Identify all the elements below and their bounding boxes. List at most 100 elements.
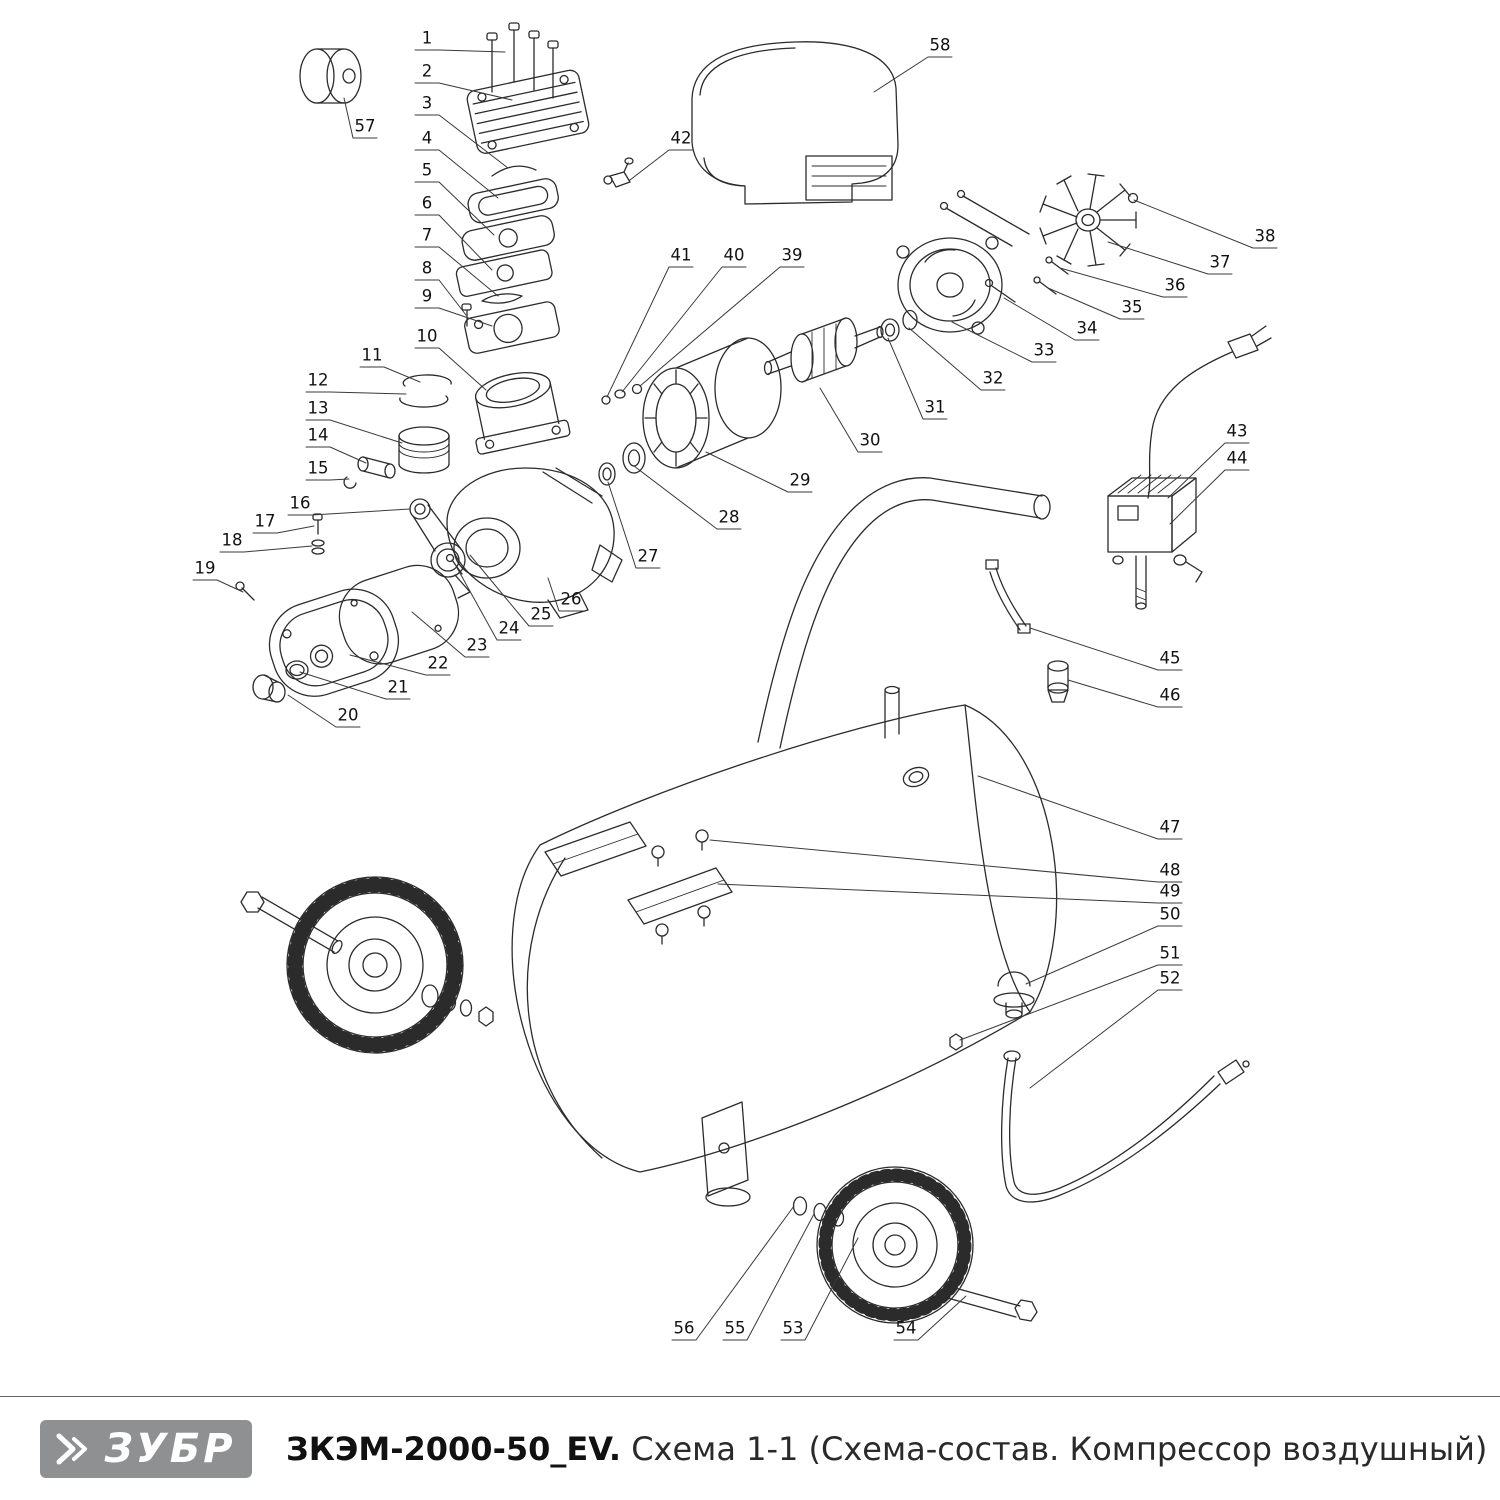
leader-line-15 [305,478,350,481]
leader-line-34 [1003,297,1100,341]
leader-line-11 [359,366,421,383]
part-label-13: 13 [307,398,329,418]
part-label-31: 31 [924,397,946,417]
part-label-27: 27 [637,546,659,566]
leader-line-4 [414,149,499,199]
leader-line-9 [414,307,493,327]
fan [1039,173,1139,267]
leader-line-6 [414,214,493,271]
part-label-45: 45 [1159,648,1181,668]
brand-name: ЗУБР [104,1425,236,1472]
cylinder [474,372,571,455]
part-label-34: 34 [1076,318,1098,338]
leader-line-26 [547,577,584,612]
leader-line-45 [1029,627,1183,671]
leader-line-43 [1167,442,1250,499]
part-label-48: 48 [1159,860,1181,880]
leader-line-47 [977,775,1183,840]
part-label-2: 2 [421,61,433,81]
oil-cap [252,660,309,703]
leader-line-21 [299,671,411,700]
piston [398,426,450,474]
leader-line-44 [1169,469,1250,525]
leader-line-32 [908,327,1006,391]
part-label-19: 19 [194,558,216,578]
part-label-26: 26 [560,589,582,609]
part-label-20: 20 [337,705,359,725]
leader-line-28 [633,465,742,530]
part-label-6: 6 [421,193,433,213]
part-label-37: 37 [1209,252,1231,272]
scheme-title: Схема 1-1 (Схема-состав. Компрессор возд… [631,1429,1488,1468]
part-label-21: 21 [387,677,409,697]
leader-line-48 [709,839,1183,883]
motor-studs [939,189,1069,303]
brand-logo: ЗУБР [40,1419,252,1478]
part-label-35: 35 [1121,297,1143,317]
part-label-7: 7 [421,225,433,245]
leader-line-55 [722,1213,815,1341]
leader-line-37 [1107,241,1233,275]
drain-valve [949,971,1035,1051]
leader-line-27 [607,481,661,569]
footer: ЗУБР ЗКЭМ-2000-50_EV. Схема 1-1 (Схема-с… [0,1396,1500,1500]
air-filter [299,48,362,104]
motor-end-cover [896,236,1003,335]
leader-line-12 [305,391,407,395]
part-label-51: 51 [1159,943,1181,963]
part-label-9: 9 [421,286,433,306]
piston-pin [343,456,396,489]
part-label-40: 40 [723,245,745,265]
elbow-fitting [603,157,634,188]
pressure-switch [1107,474,1203,610]
part-label-36: 36 [1164,275,1186,295]
fan-nut [1127,192,1139,204]
motor-shroud [691,41,899,205]
part-label-12: 12 [307,370,329,390]
leader-line-50 [1025,925,1183,985]
part-label-58: 58 [929,35,951,55]
part-label-8: 8 [421,258,433,278]
part-label-49: 49 [1159,881,1181,901]
leader-line-2 [414,82,513,101]
leader-line-39 [639,266,805,387]
support-foot [701,1101,751,1207]
leader-line-18 [219,545,313,553]
part-label-18: 18 [221,530,243,550]
part-label-29: 29 [789,470,811,490]
leader-line-25 [469,554,554,627]
leader-line-46 [1067,679,1183,708]
leader-line-36 [1059,267,1188,298]
head-gaskets [455,165,560,354]
bearing-rear [880,309,918,342]
leader-line-30 [819,387,883,453]
leader-line-54 [893,1295,967,1341]
leader-line-14 [305,446,367,464]
part-label-57: 57 [354,116,376,136]
part-label-32: 32 [982,368,1004,388]
leader-line-16 [287,508,411,516]
stator [642,337,782,469]
model-number: ЗКЭМ-2000-50_EV. [286,1429,622,1468]
leader-line-10 [414,347,487,391]
leader-line-51 [959,964,1183,1041]
connecting-rod [409,498,466,578]
handle [757,477,1051,749]
leader-line-22 [349,654,451,676]
part-label-43: 43 [1226,421,1248,441]
part-label-11: 11 [361,345,383,365]
leader-line-7 [414,246,499,297]
shaft-seal [598,442,646,486]
rotor [763,317,884,383]
scheme-title-line: ЗКЭМ-2000-50_EV. Схема 1-1 (Схема-состав… [286,1430,1487,1468]
part-label-4: 4 [421,128,433,148]
part-label-38: 38 [1254,226,1276,246]
part-label-50: 50 [1159,904,1181,924]
part-label-46: 46 [1159,685,1181,705]
cover-gasket [338,564,460,665]
tank-ports [884,685,930,788]
wheel-left [240,876,494,1054]
wheel-right [792,1166,1038,1324]
leader-line-58 [873,56,953,93]
